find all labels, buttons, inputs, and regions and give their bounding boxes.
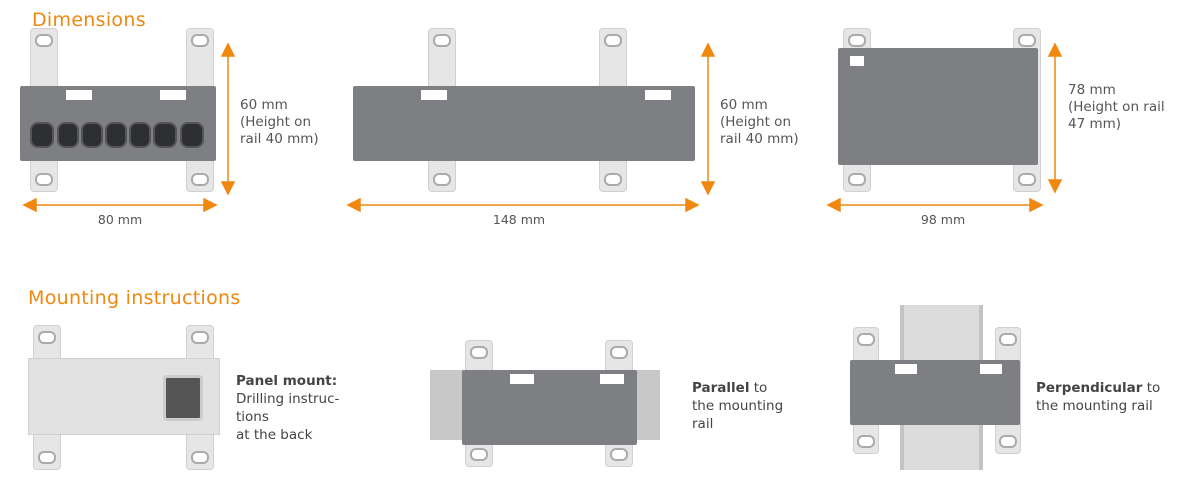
dimensions-heading: Dimensions: [32, 9, 146, 31]
width-label-2: 148 mm: [492, 212, 546, 227]
height-label-3: 78 mm (Height on rail 47 mm): [1068, 82, 1165, 132]
perpendicular-text: Perpendicular to the mounting rail: [1036, 379, 1160, 415]
perpendicular-desc: to the mounting rail: [1036, 380, 1161, 414]
width-label-3: 98 mm: [920, 212, 966, 227]
parallel-desc: to the mounting rail: [692, 380, 784, 432]
panel-mount-image: [28, 325, 220, 470]
mounting-heading: Mounting instructions: [28, 287, 241, 309]
parallel-text: Parallel to the mounting rail: [692, 379, 783, 433]
width-label-1: 80 mm: [97, 212, 143, 227]
perpendicular-bold: Perpendicular: [1036, 380, 1143, 396]
perpendicular-mount-image: [845, 305, 1025, 470]
panel-mount-text: Panel mount: Drilling instruc- tions at …: [236, 372, 339, 444]
panel-mount-desc: Drilling instruc- tions at the back: [236, 391, 340, 443]
product-image-80mm: [20, 28, 220, 193]
height-label-1: 60 mm (Height on rail 40 mm): [240, 97, 319, 147]
panel-mount-bold: Panel mount:: [236, 373, 338, 389]
parallel-mount-image: [430, 340, 660, 468]
height-label-2: 60 mm (Height on rail 40 mm): [720, 97, 799, 147]
product-image-98mm: [838, 28, 1043, 193]
product-image-148mm: [353, 28, 698, 193]
parallel-bold: Parallel: [692, 380, 750, 396]
